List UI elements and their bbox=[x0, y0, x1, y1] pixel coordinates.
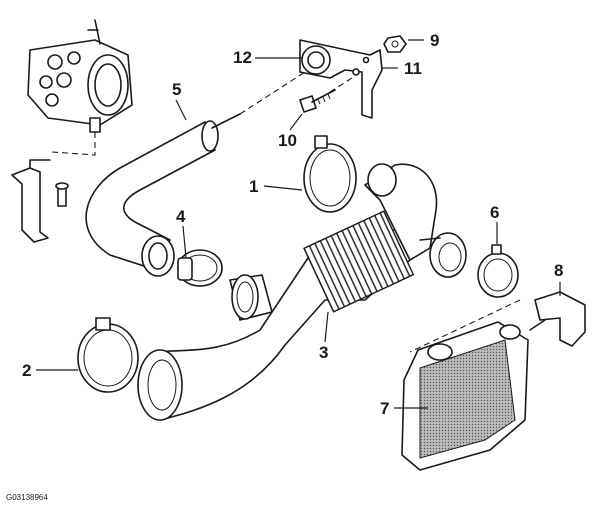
label-7: 7 bbox=[380, 399, 389, 418]
coupling-sleeve bbox=[229, 274, 273, 321]
label-9: 9 bbox=[430, 31, 439, 50]
nut-9 bbox=[383, 35, 407, 53]
alignment-line-filter bbox=[409, 299, 521, 353]
main-intake-tube bbox=[137, 163, 467, 421]
label-2: 2 bbox=[22, 361, 31, 380]
bracket-8 bbox=[529, 291, 586, 347]
air-filter-element bbox=[401, 321, 529, 471]
drawing-code: G03138964 bbox=[6, 493, 48, 502]
label-10: 10 bbox=[278, 131, 297, 150]
label-3: 3 bbox=[319, 343, 328, 362]
part-labels: 12 5 9 11 10 1 4 6 8 2 3 7 bbox=[22, 31, 563, 418]
label-6: 6 bbox=[490, 203, 499, 222]
leader-lines bbox=[36, 39, 561, 409]
support-bracket-11 bbox=[299, 39, 383, 119]
label-4: 4 bbox=[176, 207, 186, 226]
label-11: 11 bbox=[404, 59, 422, 78]
label-1: 1 bbox=[249, 177, 258, 196]
mounting-bracket-left bbox=[11, 159, 69, 243]
alignment-line-bracket bbox=[239, 71, 353, 115]
label-12: 12 bbox=[233, 48, 252, 67]
throttle-body bbox=[27, 19, 133, 133]
label-8: 8 bbox=[554, 261, 563, 280]
label-5: 5 bbox=[172, 80, 181, 99]
alignment-line bbox=[51, 132, 96, 156]
hose-clamp-1 bbox=[303, 135, 357, 213]
hose-clamp-2 bbox=[77, 317, 139, 393]
intake-duct bbox=[85, 113, 241, 277]
hose-clamp-6 bbox=[477, 244, 519, 298]
hose-clamp-4 bbox=[177, 249, 223, 287]
bolt-10 bbox=[299, 89, 336, 113]
